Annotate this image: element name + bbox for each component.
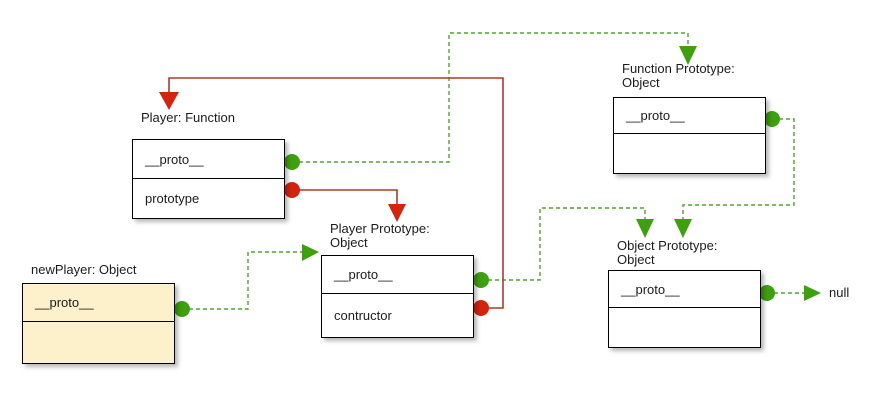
green-arrowhead bbox=[636, 219, 654, 238]
object-table: __proto__ bbox=[608, 270, 761, 348]
green-port-dot bbox=[284, 154, 300, 170]
null-label: null bbox=[829, 285, 850, 300]
node-player-prototype: Player Prototype: Object __proto__ contr… bbox=[321, 222, 474, 338]
node-title: Object Prototype: Object bbox=[617, 238, 718, 267]
green-arrowhead bbox=[302, 244, 319, 261]
node-title: Player: Function bbox=[141, 110, 235, 125]
node-title: Player Prototype: Object bbox=[330, 221, 430, 250]
green-arrowhead bbox=[674, 219, 692, 238]
row-prototype: prototype bbox=[133, 178, 284, 218]
green-port-dot bbox=[764, 111, 780, 127]
row-proto: __proto__ bbox=[35, 295, 94, 310]
edge-objectprototype-proto-to-null bbox=[767, 285, 821, 301]
row-proto: __proto__ bbox=[334, 267, 393, 282]
red-arrowhead bbox=[388, 204, 406, 222]
node-title: newPlayer: Object bbox=[31, 262, 137, 277]
edge-prototype-to-player-prototype bbox=[293, 189, 406, 222]
row-proto: __proto__ bbox=[621, 281, 680, 297]
row-proto: __proto__ bbox=[145, 151, 204, 167]
green-port-dot bbox=[174, 301, 190, 317]
green-arrowhead bbox=[804, 285, 821, 301]
row-empty bbox=[609, 307, 760, 347]
red-port-dot bbox=[473, 300, 489, 316]
node-title: Function Prototype: Object bbox=[622, 61, 735, 90]
object-table: __proto__ prototype bbox=[132, 139, 285, 219]
object-table: __proto__ bbox=[613, 97, 766, 174]
row-proto: __proto__ bbox=[626, 108, 685, 123]
node-new-player: newPlayer: Object __proto__ bbox=[22, 263, 175, 364]
object-table: __proto__ contructor bbox=[321, 255, 474, 338]
node-player-function: Player: Function __proto__ prototype bbox=[132, 111, 285, 219]
green-port-dot bbox=[759, 285, 775, 301]
red-arrowhead bbox=[159, 92, 179, 110]
row-empty bbox=[23, 321, 174, 363]
row-contructor: contructor bbox=[322, 293, 473, 337]
red-port-dot bbox=[284, 182, 300, 198]
node-function-prototype: Function Prototype: Object __proto__ bbox=[613, 62, 766, 174]
edge-newplayer-proto-to-player-prototype bbox=[182, 244, 319, 310]
object-table: __proto__ bbox=[22, 283, 175, 364]
green-port-dot bbox=[473, 272, 489, 288]
row-empty bbox=[614, 133, 765, 173]
node-object-prototype: Object Prototype: Object __proto__ bbox=[608, 239, 761, 348]
